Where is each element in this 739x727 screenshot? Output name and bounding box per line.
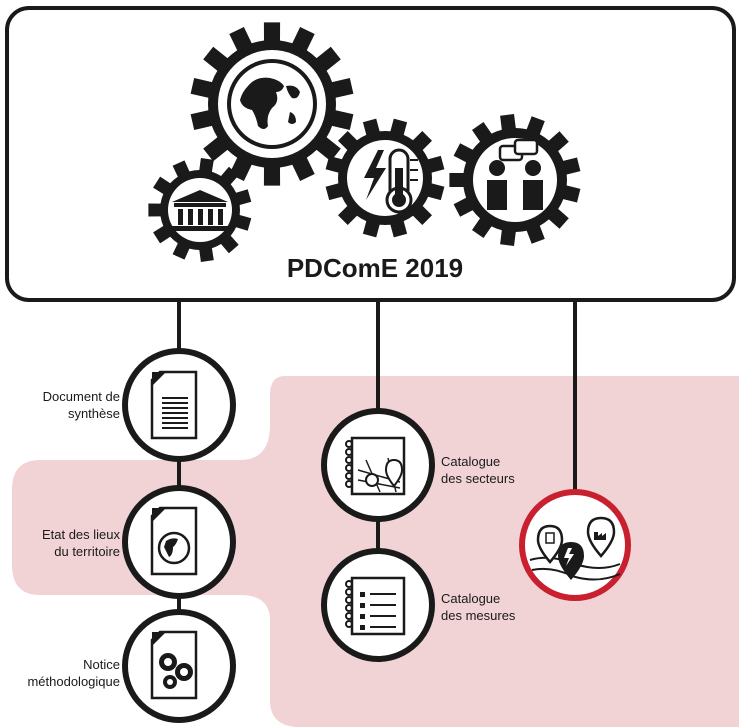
document-globe-icon xyxy=(150,506,198,576)
notebook-map-icon xyxy=(345,436,406,496)
label-synthese: Document de synthèse xyxy=(8,388,120,422)
label-line: Notice xyxy=(83,657,120,672)
globe-icon xyxy=(227,59,317,149)
map-pins-icon xyxy=(529,516,621,581)
energy-climate-gear xyxy=(325,118,445,238)
label-line: des mesures xyxy=(441,608,516,623)
label-line: Catalogue xyxy=(441,591,501,606)
doc-synthese[interactable] xyxy=(122,348,236,462)
page-title: PDComE 2019 xyxy=(286,253,464,283)
label-notice: Notice méthodologique xyxy=(8,656,120,690)
label-etat-des-lieux: Etat des lieux du territoire xyxy=(8,526,120,560)
label-line: des secteurs xyxy=(441,471,515,486)
thermometer-lightning-icon xyxy=(364,148,418,214)
label-line: synthèse xyxy=(67,406,120,421)
people-dialogue-icon xyxy=(487,138,543,210)
label-catalogue-mesures: Catalogue des mesures xyxy=(441,590,551,624)
label-line: du territoire xyxy=(54,544,120,559)
label-line: méthodologique xyxy=(27,674,120,689)
doc-etat-des-lieux[interactable] xyxy=(122,485,236,599)
doc-carte-mesures[interactable] xyxy=(519,489,631,601)
document-text-icon xyxy=(150,370,198,440)
label-line: Document de xyxy=(42,389,120,404)
doc-notice[interactable] xyxy=(122,609,236,723)
institution-icon xyxy=(172,190,228,231)
document-gears-icon xyxy=(150,630,198,700)
label-line: Etat des lieux xyxy=(41,527,120,542)
label-line: Catalogue xyxy=(441,454,501,469)
doc-catalogue-secteurs[interactable] xyxy=(321,408,435,522)
notebook-checklist-icon xyxy=(345,576,406,636)
doc-catalogue-mesures[interactable] xyxy=(321,548,435,662)
label-catalogue-secteurs: Catalogue des secteurs xyxy=(441,453,551,487)
